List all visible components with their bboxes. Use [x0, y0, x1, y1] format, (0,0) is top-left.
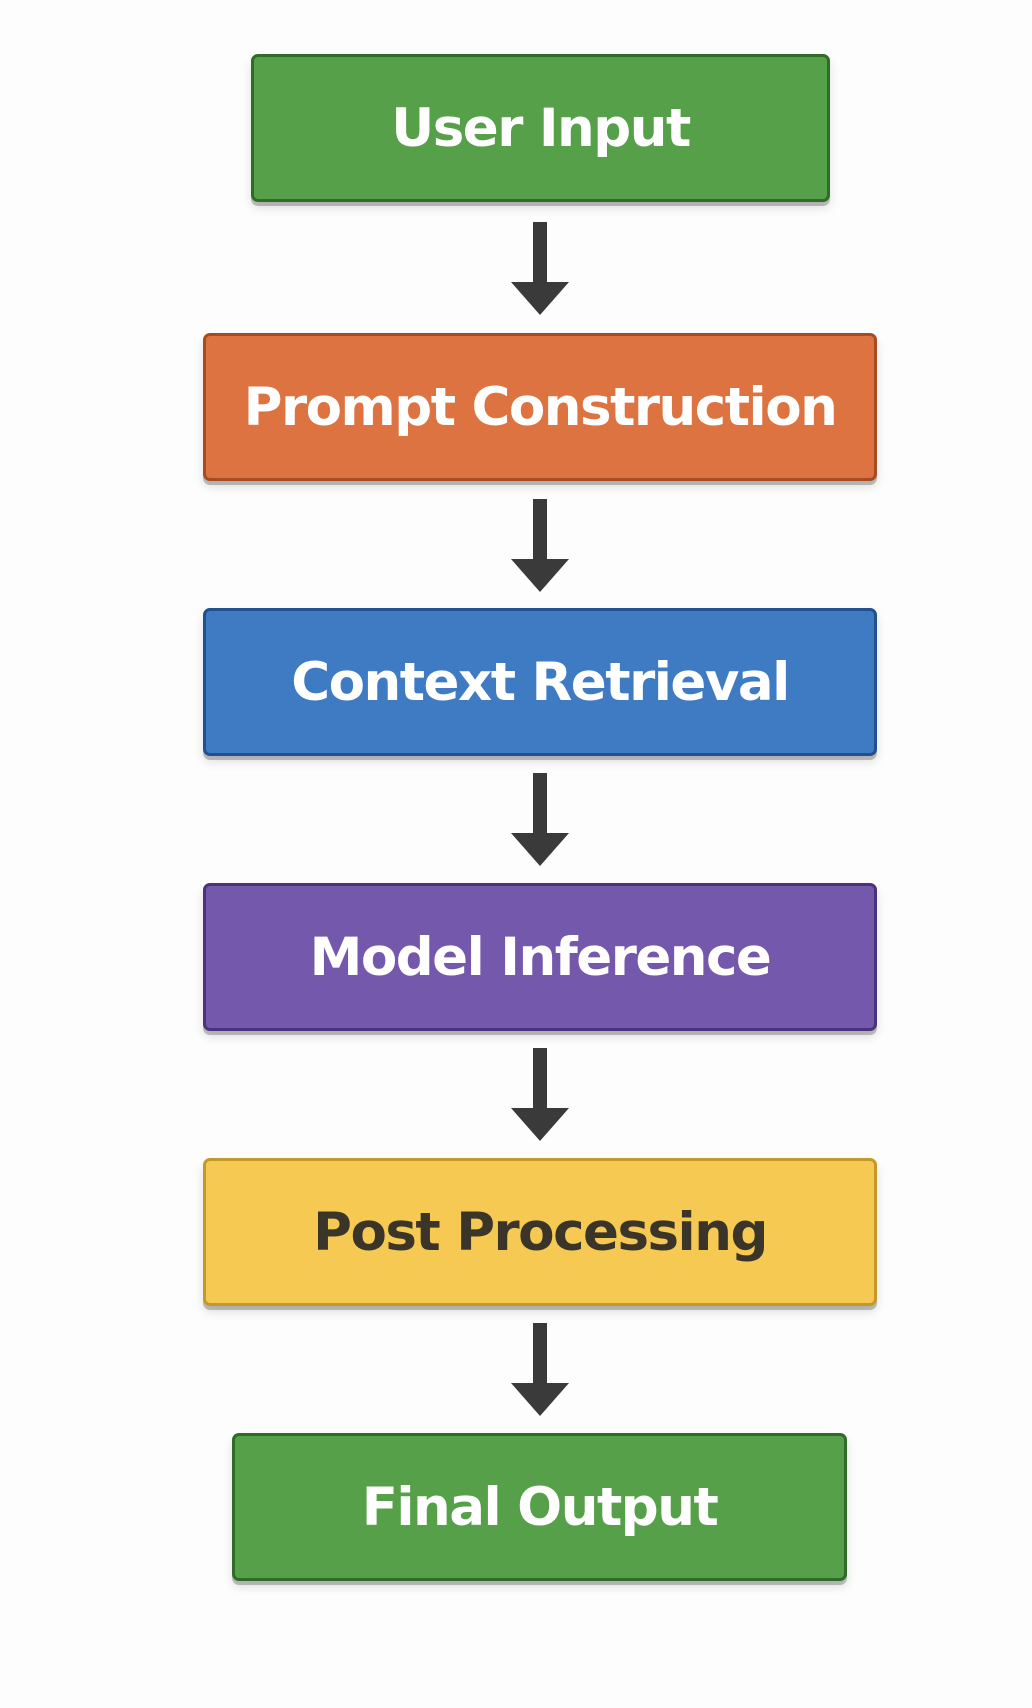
- step-label: Context Retrieval: [291, 651, 790, 713]
- down-arrow-icon: [511, 499, 569, 592]
- step-context-retrieval: Context Retrieval: [203, 608, 877, 756]
- down-arrow-icon: [511, 1323, 569, 1416]
- step-label: Model Inference: [309, 926, 772, 988]
- step-prompt-construction: Prompt Construction: [203, 333, 877, 481]
- down-arrow-icon: [511, 1048, 569, 1141]
- down-arrow-icon: [511, 773, 569, 866]
- step-post-processing: Post Processing: [203, 1158, 877, 1306]
- step-label: Prompt Construction: [243, 376, 838, 438]
- step-final-output: Final Output: [232, 1433, 847, 1581]
- step-label: User Input: [391, 97, 691, 159]
- step-user-input: User Input: [251, 54, 830, 202]
- step-model-inference: Model Inference: [203, 883, 877, 1031]
- step-label: Final Output: [361, 1476, 719, 1538]
- step-label: Post Processing: [313, 1201, 768, 1263]
- down-arrow-icon: [511, 222, 569, 315]
